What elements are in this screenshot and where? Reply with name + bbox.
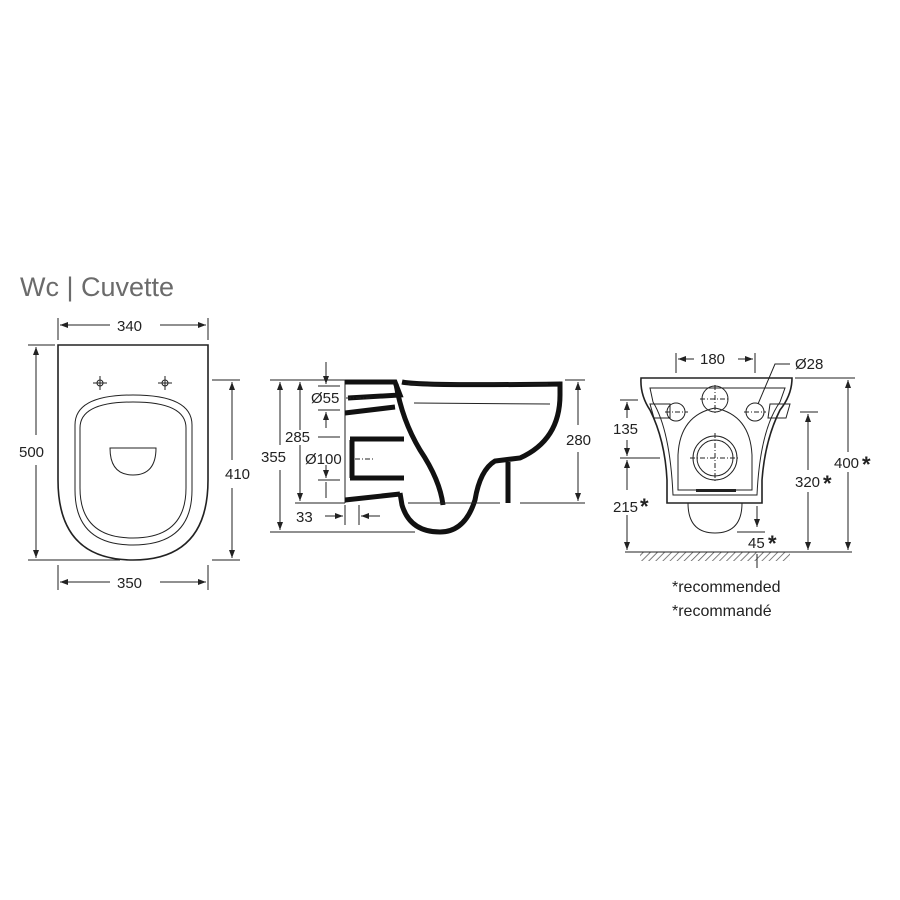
dim-135: 135: [613, 421, 638, 438]
dim-350: 350: [117, 575, 142, 592]
fixing-hole-icon: [93, 376, 107, 390]
recommended-star-icon: *: [768, 531, 777, 556]
note-recommended: *recommended: [672, 579, 781, 596]
dim-400: 400: [834, 455, 859, 472]
front-outline: [640, 377, 793, 504]
drawing-title: Wc | Cuvette: [20, 272, 174, 302]
recommended-star-icon: *: [823, 471, 832, 496]
seat-outline: [74, 394, 193, 546]
front-view: 180 Ø28 135 215 * 320 * 400 * 45 * *reco…: [613, 351, 871, 620]
top-view: 340 500 410 350: [19, 318, 250, 592]
fixing-hole-icon: [158, 376, 172, 390]
side-view: 355 285 Ø55 Ø100 33 280: [261, 362, 591, 535]
floor-hatch: [640, 552, 790, 561]
dim-215: 215: [613, 499, 638, 516]
dim-320: 320: [795, 474, 820, 491]
dim-355: 355: [261, 449, 286, 466]
recommended-star-icon: *: [862, 452, 871, 477]
dim-33: 33: [296, 509, 313, 526]
bowl-opening: [109, 447, 157, 476]
dim-bolt-diameter: Ø28: [795, 356, 823, 373]
dim-340: 340: [117, 318, 142, 335]
recommended-star-icon: *: [640, 494, 649, 519]
dim-180: 180: [700, 351, 725, 368]
dim-280: 280: [566, 432, 591, 449]
dim-285: 285: [285, 429, 310, 446]
dim-inlet-diameter: Ø55: [311, 390, 339, 407]
dim-410: 410: [225, 466, 250, 483]
note-recommande: *recommandé: [672, 603, 772, 620]
dim-45: 45: [748, 535, 765, 552]
dim-500: 500: [19, 444, 44, 461]
bowl-outline: [57, 344, 209, 561]
dim-outlet-diameter: Ø100: [305, 451, 342, 468]
